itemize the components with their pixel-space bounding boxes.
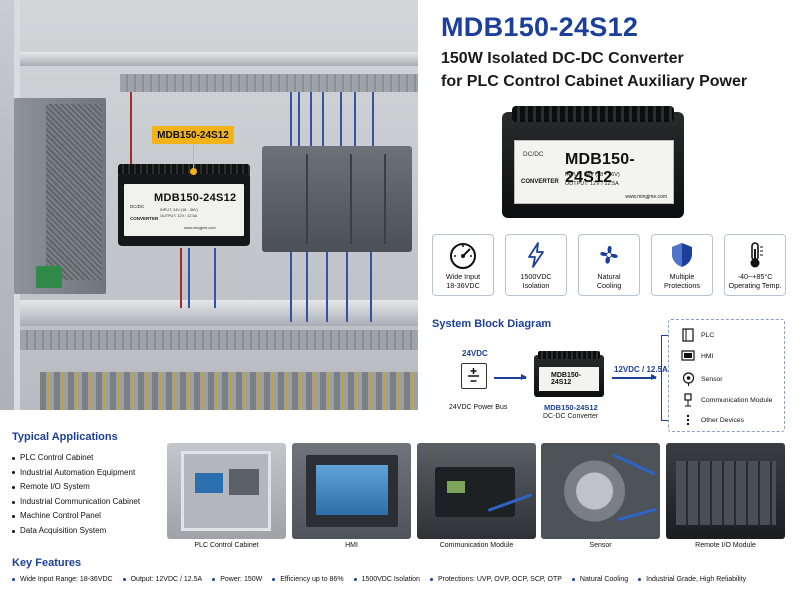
mdb-converter-in-cabinet: DC/DC CONVERTER MDB150-24S12 INPUT: 24V … xyxy=(118,164,250,246)
thermometer-icon xyxy=(750,242,763,268)
thumbnail-caption: PLC Control Cabinet xyxy=(194,542,259,549)
list-item: Remote I/O System xyxy=(12,480,140,495)
output-voltage-label: 12VDC / 12.5A xyxy=(614,365,668,374)
device-communication: Communication Module xyxy=(679,393,772,407)
diagram-converter: MDB150-24S12 xyxy=(534,351,604,397)
feature-item: Wide Input Range: 18-36VDC xyxy=(12,576,113,583)
plc-module-photo xyxy=(262,146,412,252)
plc-icon xyxy=(679,328,697,342)
power-bus-label: 24VDC Power Bus xyxy=(449,404,508,411)
power-supply-unit xyxy=(14,98,106,294)
diagram-converter-sub: DC-DC Converter xyxy=(543,413,599,420)
device-sensor: Sensor xyxy=(679,372,723,386)
feature-item: Efficiency up to 86% xyxy=(272,576,344,583)
thumbnail-remote-io xyxy=(666,443,785,539)
sensor-icon xyxy=(679,372,697,386)
thumbnail-caption: HMI xyxy=(345,542,358,549)
more-icon xyxy=(679,414,697,426)
feature-item: Industrial Grade, High Reliability xyxy=(638,576,746,583)
arrow-icon xyxy=(612,374,657,380)
hero-cabinet-photo: DC/DC CONVERTER MDB150-24S12 INPUT: 24V … xyxy=(0,0,418,410)
feature-item: Protections: UVP, OVP, OCP, SCP, OTP xyxy=(429,576,562,583)
shield-icon xyxy=(672,243,692,267)
thumbnail-hmi xyxy=(292,443,411,539)
page-title: MDB150-24S12 xyxy=(441,12,639,42)
load-devices-box: PLC HMI Sensor Communication Module Othe… xyxy=(668,319,785,432)
key-features-title: Key Features xyxy=(12,557,82,569)
device-hmi: HMI xyxy=(679,350,713,362)
feature-item: Output: 12VDC / 12.5A xyxy=(122,576,202,583)
applications-title: Typical Applications xyxy=(12,431,118,443)
list-item: PLC Control Cabinet xyxy=(12,451,140,466)
key-features-row: Wide Input Range: 18-36VDC Output: 12VDC… xyxy=(12,576,792,583)
device-other: Other Devices xyxy=(679,414,744,426)
lightning-icon xyxy=(528,242,544,268)
list-item: Machine Control Panel xyxy=(12,509,140,524)
diagram-converter-name: MDB150-24S12 xyxy=(544,403,598,412)
thumbnail-sensor xyxy=(541,443,660,539)
product-image: DC/DC CONVERTER MDB150-24S12 INPUT: 24V … xyxy=(502,106,684,218)
thumbnail-caption: Remote I/O Module xyxy=(695,542,756,549)
list-item: Data Acquisition System xyxy=(12,524,140,539)
list-item: Industrial Communication Cabinet xyxy=(12,495,140,510)
network-icon xyxy=(679,393,697,407)
thumbnail-caption: Sensor xyxy=(589,542,612,549)
subtitle-line1: 150W Isolated DC-DC Converter xyxy=(441,50,684,67)
input-voltage-label: 24VDC xyxy=(462,349,488,358)
applications-list: PLC Control Cabinet Industrial Automatio… xyxy=(12,451,140,539)
thumbnail-caption: Communication Module xyxy=(439,542,514,549)
feature-item: 1500VDC Isolation xyxy=(353,576,420,583)
thumbnail-communication-module xyxy=(417,443,536,539)
terminal-block-row xyxy=(40,372,418,410)
arrow-icon xyxy=(494,374,527,380)
feature-item: Natural Cooling xyxy=(571,576,628,583)
wire-duct xyxy=(20,330,418,350)
fan-icon xyxy=(600,245,618,264)
din-rail xyxy=(20,52,418,66)
feature-item: Power: 150W xyxy=(212,576,262,583)
list-item: Industrial Automation Equipment xyxy=(12,466,140,481)
wire-duct xyxy=(120,74,418,92)
power-bus-icon xyxy=(461,363,487,389)
thumbnail-plc-cabinet xyxy=(167,443,286,539)
subtitle-line2: for PLC Control Cabinet Auxiliary Power xyxy=(441,73,748,90)
monitor-icon xyxy=(679,350,697,362)
din-rail xyxy=(20,300,418,326)
device-plc: PLC xyxy=(679,328,714,342)
product-callout: MDB150-24S12 xyxy=(152,126,234,144)
gauge-icon xyxy=(450,243,476,269)
block-diagram-title: System Block Diagram xyxy=(432,318,552,330)
